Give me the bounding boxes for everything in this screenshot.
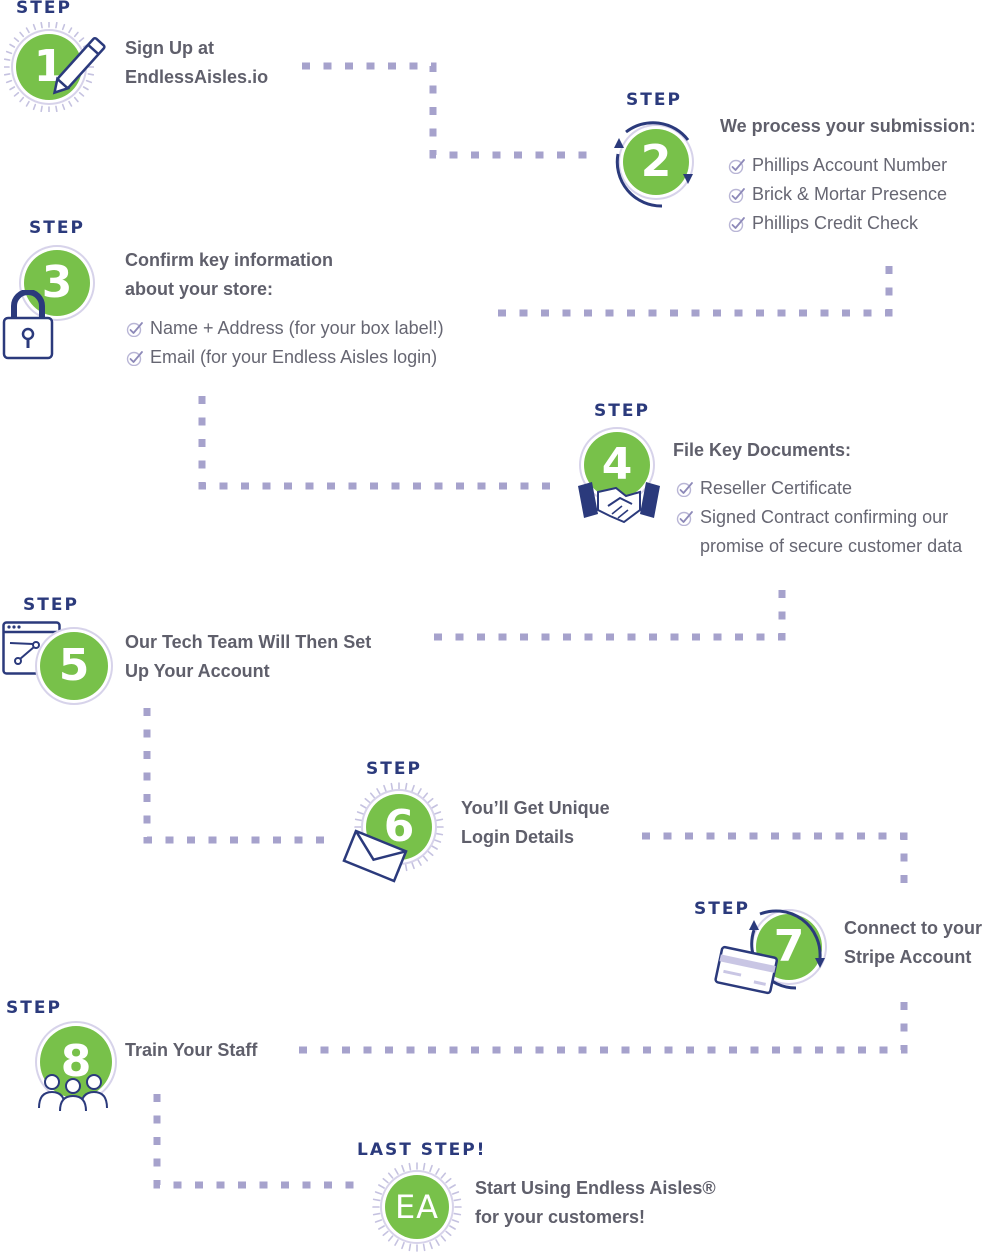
checkmark-icon <box>126 351 143 366</box>
step-3-number: 3 <box>41 257 73 308</box>
step-3-number-badge: 3 <box>24 250 90 316</box>
checklist-item: Reseller Certificate <box>676 474 962 503</box>
checklist-item: Email (for your Endless Aisles login) <box>126 343 444 372</box>
checklist-item: Signed Contract confirming our promise of… <box>676 503 962 561</box>
step-4-number-badge: 4 <box>584 432 650 498</box>
step-5-title: Our Tech Team Will Then Set Up Your Acco… <box>125 628 371 686</box>
checklist-item-text: Name + Address (for your box label!) <box>150 318 444 338</box>
checkmark-icon <box>126 322 143 337</box>
step-1-label: STEP <box>16 0 72 18</box>
last-step-title-line-2: for your customers! <box>475 1207 646 1227</box>
checkmark-icon <box>676 511 693 526</box>
checklist-item-text: Phillips Credit Check <box>752 213 919 233</box>
checklist-item-text: Reseller Certificate <box>700 478 853 498</box>
step-6-title: You’ll Get Unique Login Details <box>461 794 610 852</box>
step-6-number: 6 <box>383 801 415 852</box>
step-6-title-line-2: Login Details <box>461 827 575 847</box>
checklist-item-text-continuation: promise of secure customer data <box>700 536 963 556</box>
dotted-connector-5 <box>143 708 325 844</box>
step-2-number-badge: 2 <box>623 129 689 195</box>
last-step-title: Start Using Endless Aisles® for your cus… <box>475 1174 716 1232</box>
step-7-title: Connect to your Stripe Account <box>844 914 982 972</box>
step-8-title: Train Your Staff <box>125 1036 257 1065</box>
step-3-title: Confirm key information about your store… <box>125 246 333 304</box>
padlock-icon <box>2 290 54 360</box>
step-2-checklist: Phillips Account Number Brick & Mortar P… <box>728 151 947 238</box>
step-4-number: 4 <box>601 439 633 490</box>
dotted-connector-4 <box>434 590 786 641</box>
checklist-item-text: Brick & Mortar Presence <box>752 184 948 204</box>
dotted-connector-2 <box>498 266 893 317</box>
step-4-label: STEP <box>594 401 650 421</box>
step-5-number: 5 <box>58 640 90 691</box>
step-3-checklist: Name + Address (for your box label!) Ema… <box>126 314 444 372</box>
step-1-title-line-1: Sign Up at <box>125 38 214 58</box>
step-8-number: 8 <box>60 1036 92 1087</box>
step-4-title: File Key Documents: <box>673 436 851 465</box>
checklist-item-text: Phillips Account Number <box>752 155 948 175</box>
pencil-icon <box>52 36 106 95</box>
dotted-connector-1 <box>302 62 592 159</box>
step-5-title-line-2: Up Your Account <box>125 661 270 681</box>
checkmark-icon <box>676 482 693 497</box>
step-2-label: STEP <box>626 90 682 110</box>
sunburst-icon <box>372 1162 462 1252</box>
envelope-icon <box>342 829 408 883</box>
checkmark-icon <box>728 159 745 174</box>
checklist-item: Name + Address (for your box label!) <box>126 314 444 343</box>
team-people-icon <box>38 1074 108 1112</box>
step-7-label: STEP <box>694 899 750 919</box>
step-5-number-badge: 5 <box>40 632 108 700</box>
step-7-title-line-2: Stripe Account <box>844 947 972 967</box>
last-step-title-line-1: Start Using Endless Aisles® <box>475 1178 716 1198</box>
step-8-title-line-1: Train Your Staff <box>125 1040 258 1060</box>
step-2-title: We process your submission: <box>720 112 976 141</box>
step-8-label: STEP <box>6 998 62 1018</box>
step-7-number: 7 <box>773 921 805 972</box>
step-3-title-line-2: about your store: <box>125 279 274 299</box>
step-5-label: STEP <box>23 595 79 615</box>
step-3-title-line-1: Confirm key information <box>125 250 334 270</box>
step-3-label: STEP <box>29 218 85 238</box>
checklist-item: Phillips Credit Check <box>728 209 947 238</box>
step-5-title-line-1: Our Tech Team Will Then Set <box>125 632 372 652</box>
refresh-arrows-icon <box>614 121 693 208</box>
step-6-title-line-1: You’ll Get Unique <box>461 798 610 818</box>
dotted-connector-6 <box>642 832 908 884</box>
last-step-badge: EA <box>385 1175 449 1239</box>
endless-aisles-logo-text: EA <box>394 1188 440 1226</box>
checklist-item-text: Email (for your Endless Aisles login) <box>150 347 438 367</box>
step-1-title: Sign Up at EndlessAisles.io <box>125 34 268 92</box>
checkmark-icon <box>728 217 745 232</box>
step-1-title-line-2: EndlessAisles.io <box>125 67 269 87</box>
handshake-icon <box>578 482 660 524</box>
dotted-connector-8 <box>153 1094 356 1189</box>
step-6-label: STEP <box>366 759 422 779</box>
checklist-item: Phillips Account Number <box>728 151 947 180</box>
dotted-connector-3 <box>198 396 550 490</box>
credit-card-icon <box>714 945 779 995</box>
step-4-checklist: Reseller Certificate Signed Contract con… <box>676 474 962 561</box>
sunburst-icon <box>4 22 94 112</box>
step-2-number: 2 <box>640 136 672 187</box>
checkmark-icon <box>728 188 745 203</box>
checklist-item-text: Signed Contract confirming our <box>700 507 949 527</box>
step-2-title-line-1: We process your submission: <box>720 116 976 136</box>
checklist-item: Brick & Mortar Presence <box>728 180 947 209</box>
dotted-connector-7 <box>298 1002 908 1054</box>
step-4-title-line-1: File Key Documents: <box>673 440 852 460</box>
step-7-title-line-1: Connect to your <box>844 918 982 938</box>
last-step-label: LAST STEP! <box>357 1140 487 1160</box>
